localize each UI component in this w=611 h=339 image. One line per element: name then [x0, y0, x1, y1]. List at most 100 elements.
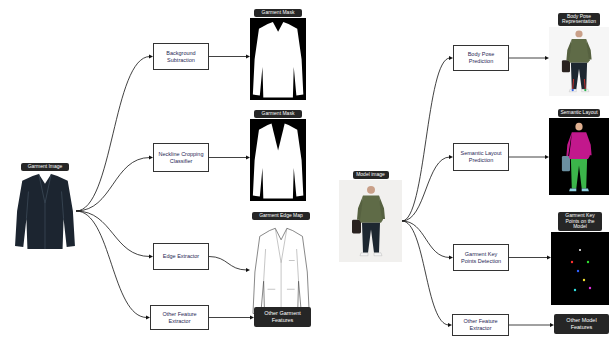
- image-label: Garment Mask: [254, 9, 302, 17]
- image-node: Garment Mask: [250, 18, 306, 100]
- image-node: Garment Edge Map: [250, 221, 312, 319]
- node-label: Background Subtraction: [157, 50, 205, 63]
- connector-line: [209, 56, 247, 57]
- connector: [76, 55, 153, 212]
- process-box: Edge Extractor: [153, 243, 209, 270]
- neckline-cut: [271, 122, 285, 150]
- arrow-head: [545, 56, 549, 60]
- edge-lines: [264, 228, 299, 317]
- keypoint-dot: [571, 261, 573, 263]
- arrow-head: [246, 55, 250, 59]
- connector: [209, 316, 254, 320]
- output-pill: Other Model Features: [554, 314, 609, 334]
- process-box: Semantic Layout Prediction: [453, 143, 509, 171]
- jacket-photo: [15, 174, 75, 249]
- connector-line: [76, 158, 150, 212]
- pose-photo: [562, 31, 592, 92]
- image-label: Garment Key Points on the Model: [558, 212, 602, 231]
- model-figure: [352, 186, 385, 256]
- connector: [402, 155, 453, 221]
- image-node: Body Pose Representation: [549, 27, 609, 96]
- photo-ground: [339, 180, 402, 262]
- layout-bag: [562, 156, 570, 171]
- connector-line: [76, 211, 147, 318]
- keypoint-dot: [577, 270, 579, 272]
- pose-joint: [584, 89, 586, 91]
- arrow-head: [545, 155, 549, 159]
- keypoint-dot: [583, 279, 585, 281]
- node-label: Semantic Layout Prediction: [457, 150, 505, 163]
- image-node: Garment Mask: [250, 119, 306, 201]
- process-box: Neckline Cropping Classifier: [153, 143, 209, 172]
- image-label: Garment Edge Map: [252, 212, 310, 220]
- process-box: Garment Key Points Detection: [453, 244, 509, 271]
- connector: [209, 257, 250, 273]
- connector-line: [509, 325, 551, 326]
- pose-limb: [573, 79, 586, 89]
- connector-line: [402, 221, 450, 258]
- garment-mask: [253, 122, 303, 198]
- semantic-layout: [562, 123, 592, 191]
- connector-line: [76, 211, 150, 257]
- image-node: Model image: [339, 180, 402, 262]
- mask-shape: [253, 123, 303, 198]
- connector: [402, 221, 452, 327]
- process-box: Background Subtraction: [153, 43, 209, 70]
- connector-line: [509, 257, 548, 258]
- layout-torso: [566, 132, 591, 159]
- arrow-head: [547, 256, 551, 260]
- mask-shape: [253, 22, 303, 97]
- node-label: Other Model Features: [556, 317, 607, 330]
- connector-line: [509, 157, 546, 158]
- pose-ground: [549, 27, 609, 96]
- connector-line: [509, 58, 546, 59]
- process-box: Other Feature Extractor: [452, 314, 509, 336]
- keypoint-dot: [589, 287, 591, 289]
- connector: [509, 323, 554, 327]
- connector-line: [402, 157, 450, 221]
- image-label: Model image: [353, 171, 389, 179]
- pose-figure: [562, 31, 592, 92]
- garment-mask: [253, 22, 303, 97]
- edge-map-ground: [250, 221, 312, 319]
- node-label: Garment Key Points Detection: [457, 251, 505, 264]
- node-label: Other Feature Extractor: [154, 311, 205, 324]
- model-photo: [352, 186, 385, 256]
- connector: [76, 156, 153, 212]
- layout-ground: [549, 118, 609, 195]
- process-box: Other Feature Extractor: [150, 305, 209, 330]
- connector: [509, 155, 549, 159]
- connector-line: [402, 221, 449, 325]
- connector-line: [402, 58, 450, 221]
- node-label: Edge Extractor: [163, 253, 199, 260]
- connector-line: [76, 57, 150, 212]
- connector-line: [209, 257, 247, 271]
- layout-shoes: [569, 188, 589, 191]
- arrow-head: [246, 268, 250, 272]
- output-pill: Other Garment Features: [254, 307, 311, 327]
- image-label: Garment Image: [21, 163, 69, 171]
- keypoint-dot: [574, 289, 576, 291]
- connector: [402, 221, 453, 260]
- arrow-head: [246, 156, 250, 160]
- image-node: Semantic Layout: [549, 118, 609, 195]
- keypoint-dot: [579, 249, 581, 251]
- node-label: Other Feature Extractor: [456, 318, 505, 331]
- connector: [509, 256, 551, 260]
- mask-ground: [250, 119, 306, 201]
- connector: [76, 211, 153, 259]
- connector: [209, 55, 250, 59]
- connector: [76, 211, 150, 320]
- keypoint-dot: [587, 261, 589, 263]
- image-label: Body Pose Representation: [558, 13, 600, 27]
- edge-map: [253, 228, 309, 317]
- jacket-shape: [15, 174, 75, 249]
- image-label: Garment Mask: [254, 110, 302, 118]
- image-label: Semantic Layout: [558, 109, 600, 117]
- layout-head: [575, 123, 582, 131]
- node-label: Neckline Cropping Classifier: [157, 151, 205, 164]
